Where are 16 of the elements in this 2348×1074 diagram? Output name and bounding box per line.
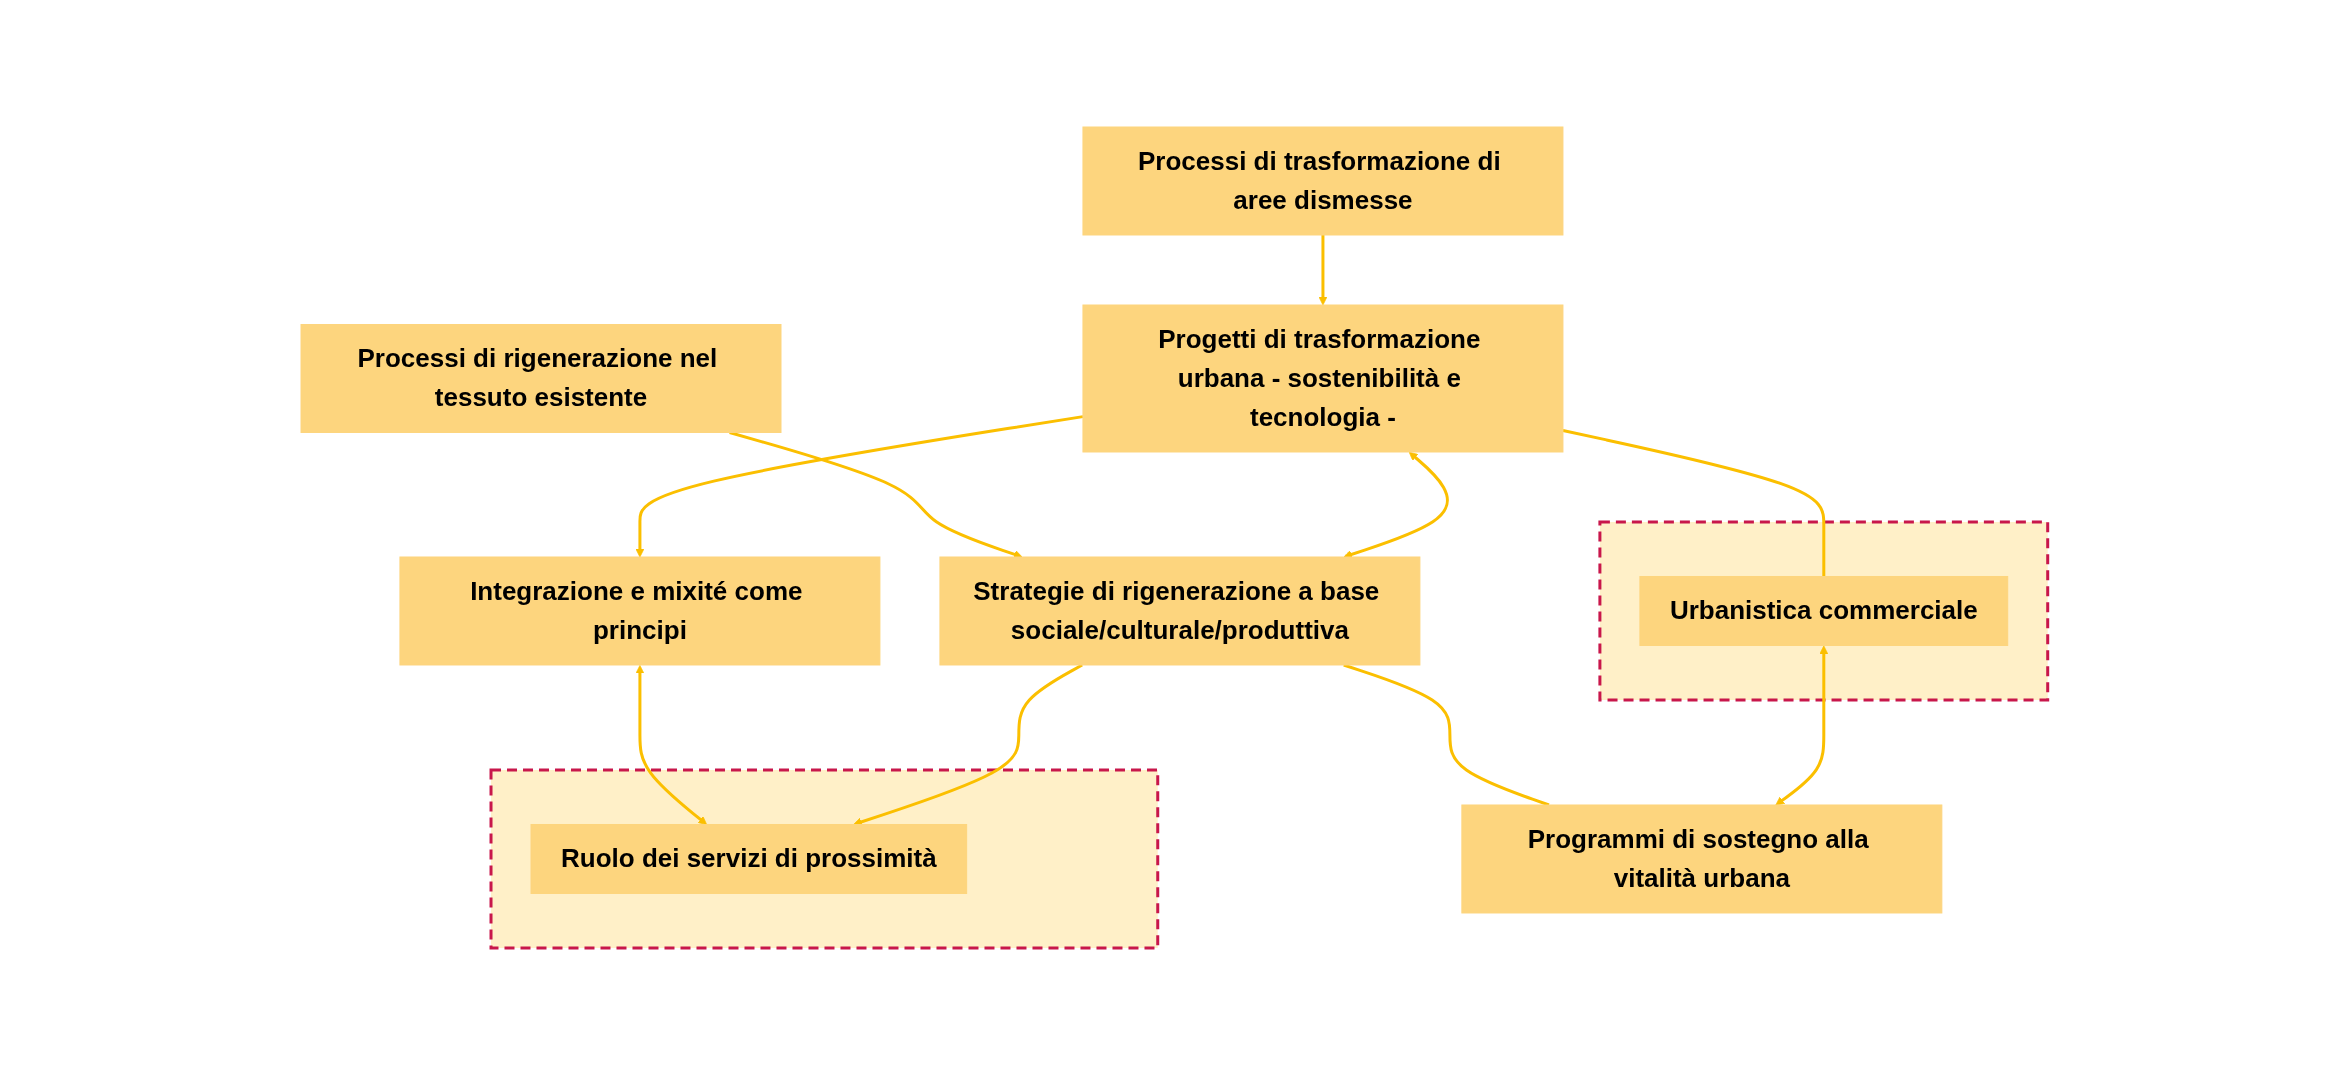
node-box: Processi di trasformazione di aree dismesse bbox=[1082, 126, 1564, 235]
cluster bbox=[1598, 520, 2049, 701]
arrow bbox=[1318, 234, 1327, 305]
node-box: Urbanistica commerciale bbox=[1639, 575, 2008, 646]
node-box: Programmi di sostegno alla vitalità urbana bbox=[1461, 804, 1942, 913]
connector bbox=[1562, 428, 1825, 576]
node-box: Progetti di trasformazione urbana - sostenibilità e tecnologia - bbox=[1082, 304, 1564, 452]
node-box: Ruolo dei servizi di prossimità bbox=[530, 823, 967, 894]
connector bbox=[1342, 663, 1550, 806]
arrow bbox=[635, 664, 707, 825]
node-box: Processi di rigenerazione nel tessuto esistente bbox=[300, 323, 782, 433]
cluster bbox=[489, 768, 1159, 949]
arrow bbox=[1775, 645, 1828, 805]
node-box: Integrazione e mixité come principi bbox=[399, 556, 881, 665]
arrow bbox=[635, 414, 1083, 557]
node-box: Strategie di rigenerazione a base sociale/culturale/produttiva bbox=[939, 556, 1421, 665]
